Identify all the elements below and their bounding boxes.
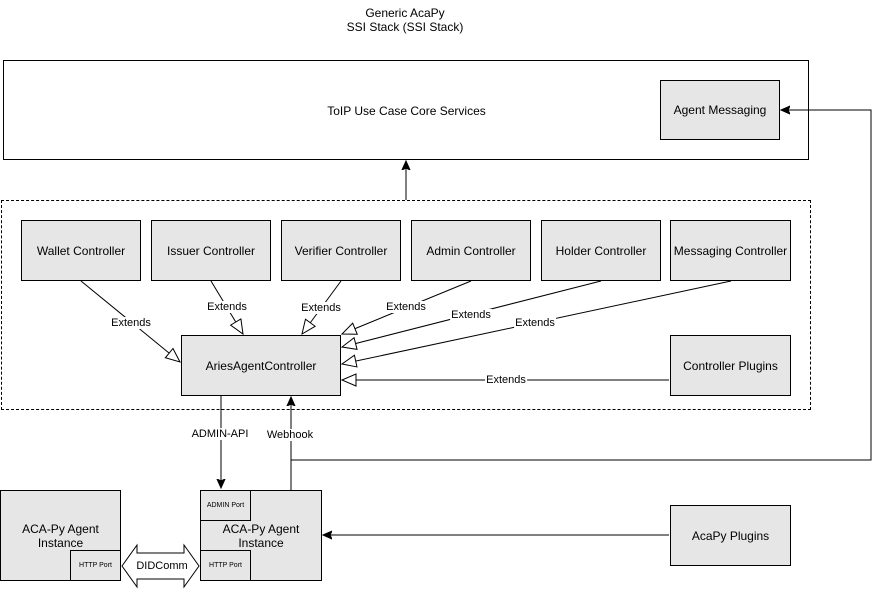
admin-controller-node: Admin Controller (411, 220, 531, 281)
admin-port-label: ADMIN Port (206, 501, 245, 509)
left-http-port: HTTP Port (70, 550, 121, 581)
acapy-plugins-label: AcaPy Plugins (691, 528, 770, 543)
admin-port: ADMIN Port (200, 490, 251, 521)
admin-controller-label: Admin Controller (426, 243, 516, 258)
webhook-label: Webhook (265, 429, 315, 441)
right-http-port: HTTP Port (200, 550, 251, 581)
left-http-port-label: HTTP Port (79, 561, 112, 569)
wallet-controller-node: Wallet Controller (21, 220, 141, 281)
wallet-controller-label: Wallet Controller (36, 243, 126, 258)
extends-label-admin: Extends (385, 301, 427, 313)
extends-label-messaging: Extends (514, 317, 556, 329)
right-agent-instance-line-2: Instance (238, 536, 284, 550)
didcomm-double-arrow (121, 543, 200, 589)
extends-label-issuer: Extends (206, 301, 248, 313)
issuer-controller-node: Issuer Controller (151, 220, 271, 281)
right-agent-instance-line-1: ACA-Py Agent (222, 522, 300, 536)
acapy-plugins-node: AcaPy Plugins (670, 505, 791, 566)
extends-label-wallet: Extends (110, 317, 152, 329)
controller-plugins-label: Controller Plugins (683, 358, 778, 373)
extends-label-plugins: Extends (485, 374, 527, 386)
extends-label-holder: Extends (450, 309, 492, 321)
didcomm-label: DIDComm (136, 560, 188, 572)
messaging-controller-label: Messaging Controller (673, 243, 788, 258)
right-agent-instance-label: ACA-Py Agent Instance (201, 522, 321, 550)
controller-group (1, 200, 811, 410)
agent-messaging-edge (291, 110, 872, 461)
verifier-controller-label: Verifier Controller (294, 243, 388, 258)
diagram-title: Generic AcaPy SSI Stack (SSI Stack) (290, 6, 520, 34)
right-http-port-label: HTTP Port (209, 561, 242, 569)
agent-messaging-node: Agent Messaging (660, 80, 780, 140)
admin-api-label: ADMIN-API (190, 428, 250, 440)
left-agent-instance-label: ACA-Py Agent Instance (1, 522, 120, 550)
diagram-title-line-2: SSI Stack (SSI Stack) (346, 20, 464, 34)
left-agent-instance-line-2: Instance (37, 536, 84, 550)
diagram-title-line-1: Generic AcaPy (365, 6, 445, 20)
left-agent-instance-node: ACA-Py Agent Instance (0, 490, 121, 581)
messaging-controller-node: Messaging Controller (670, 220, 791, 281)
aries-agent-controller-node: AriesAgentController (181, 335, 341, 396)
verifier-controller-node: Verifier Controller (281, 220, 401, 281)
controller-plugins-node: Controller Plugins (670, 335, 791, 396)
issuer-controller-label: Issuer Controller (166, 243, 256, 258)
core-services-label: ToIP Use Case Core Services (327, 104, 486, 118)
agent-messaging-label: Agent Messaging (673, 103, 767, 117)
holder-controller-label: Holder Controller (555, 243, 647, 258)
left-agent-instance-line-1: ACA-Py Agent (22, 522, 99, 536)
extends-label-verifier: Extends (300, 302, 342, 314)
aries-agent-controller-label: AriesAgentController (205, 358, 317, 373)
holder-controller-node: Holder Controller (541, 220, 661, 281)
